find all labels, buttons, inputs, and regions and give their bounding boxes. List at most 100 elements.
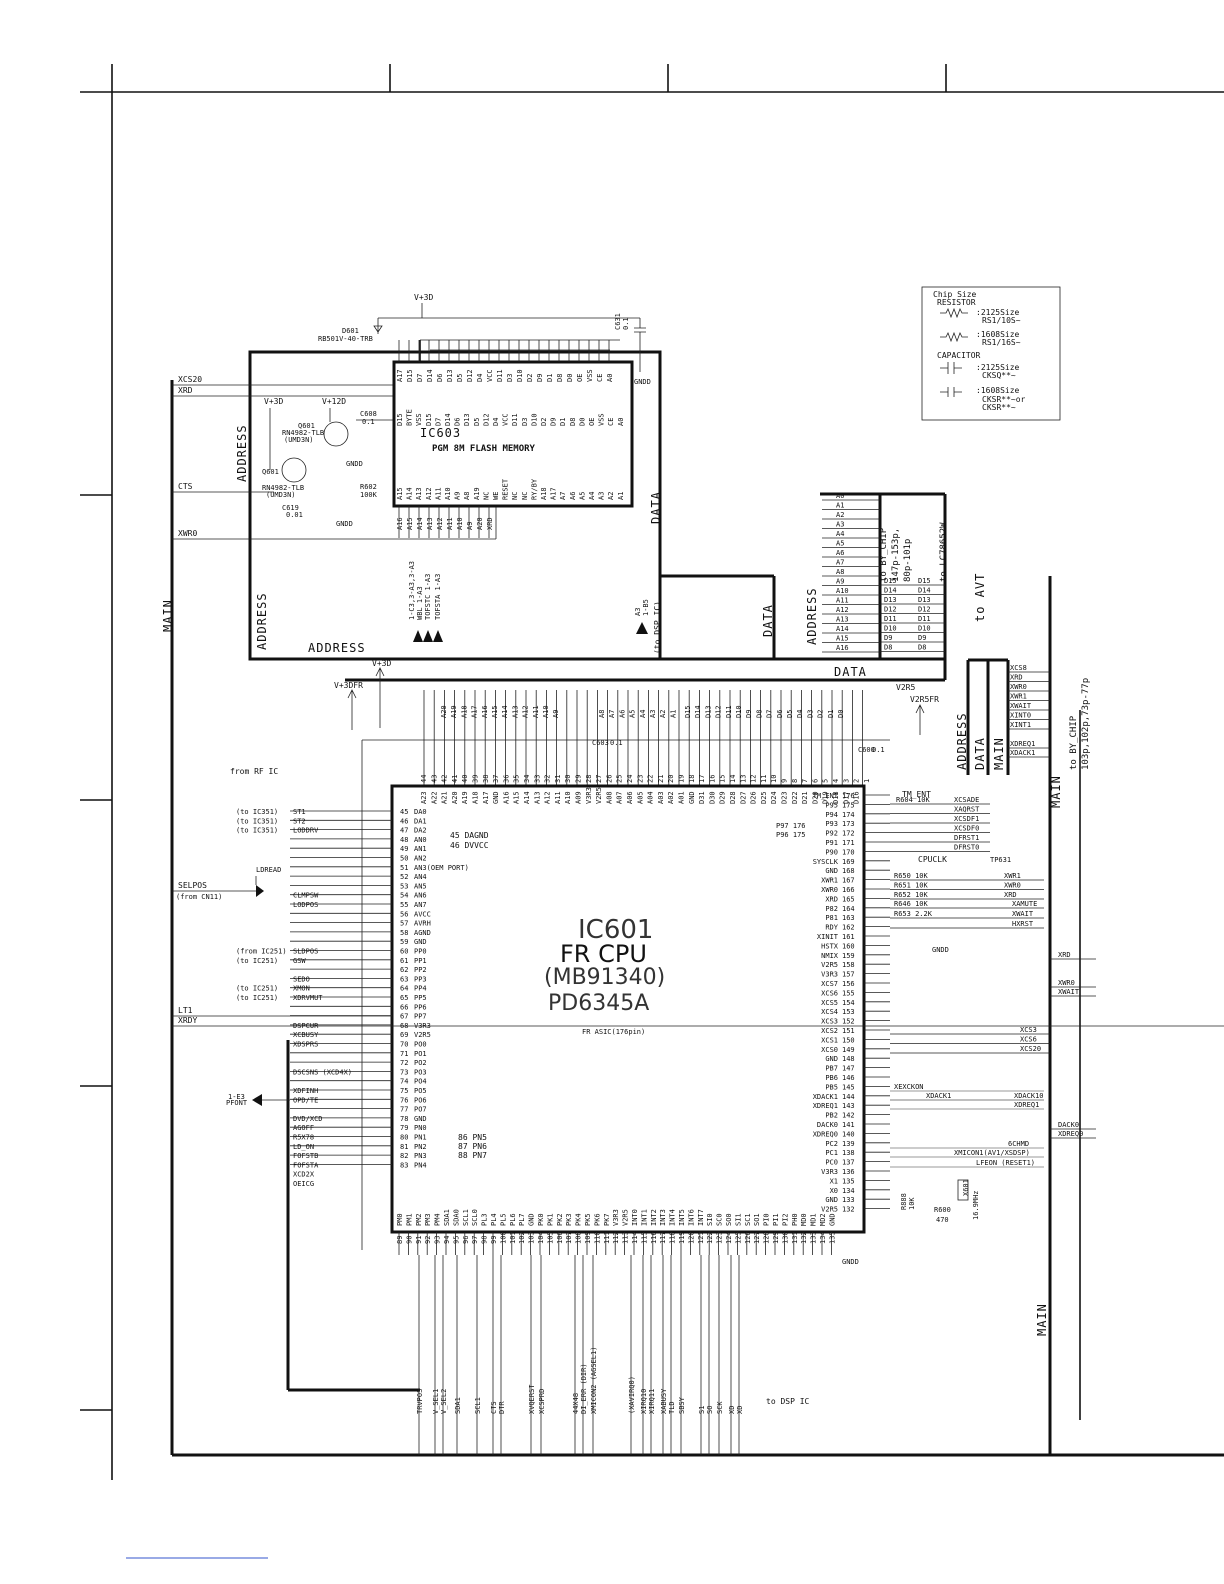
flash-inner-pin: D3 — [521, 418, 529, 426]
cpu-ref: IC601 — [578, 915, 653, 945]
cpu-top-pin: A02 — [667, 791, 675, 804]
flash-outer-pin: A12 — [436, 517, 444, 530]
cpu-fanout-label: D8 — [755, 710, 763, 718]
cpu-bottom-num: 94 — [443, 1236, 451, 1244]
flash-top-pin: D8 — [556, 374, 564, 382]
cpu-bottom-num: 107 — [565, 1231, 573, 1244]
cpu-fanout-label: A16 — [481, 705, 489, 718]
flash-top-pin: D0 — [566, 374, 574, 382]
from-cn11: (from CN11) — [176, 893, 222, 901]
bottom-net: SO — [706, 1406, 714, 1414]
cpu-fanout-label: A17 — [471, 705, 479, 718]
q601-pkg: (UMD3N) — [284, 436, 314, 444]
cpu-fanout-label: A14 — [501, 705, 509, 718]
flash-inner-pin: BYTE — [406, 409, 414, 426]
cpu-top-num: 14 — [729, 775, 737, 783]
cpu-left-num: 63 — [400, 975, 408, 983]
cpu-top-num: 35 — [513, 775, 521, 783]
svg-text::1608Size: :1608Size — [976, 330, 1020, 339]
bottom-net: DI_ERR (DIR) — [580, 1363, 588, 1414]
label-address-4: ADDRESS — [805, 587, 819, 645]
cpu-right-pin: P94 — [825, 811, 838, 819]
right-net-name: XCSADE — [954, 796, 979, 804]
cpu-top-pin: A19 — [461, 791, 469, 804]
flash-inner-pin: D7 — [434, 418, 442, 426]
cpu-left-pin: PN4 — [414, 1161, 427, 1169]
cpu-right-pin: XCS7 — [821, 980, 838, 988]
cpu-top-num: 23 — [636, 775, 644, 783]
cpu-code: PD6345A — [548, 991, 649, 1016]
cpu-right-num: 137 — [842, 1159, 855, 1167]
flash-bottom-pin: RY/BY — [530, 478, 538, 500]
by-chip-pins3: 103p,102p,73p-77p — [1081, 678, 1091, 770]
cpu-right-num: 136 — [842, 1168, 855, 1176]
cpu-right-pin: RDY — [825, 924, 838, 932]
cpu-top-num: 42 — [441, 775, 449, 783]
cpu-bottom-pin: SC0 — [716, 1213, 724, 1226]
cpu-bottom-num: 93 — [434, 1236, 442, 1244]
cpu-top-pin: D25 — [760, 791, 768, 804]
cpu-right-pin: V3R3 — [821, 1168, 838, 1176]
cpu-left-pin: PO7 — [414, 1106, 427, 1114]
cpu-bottom-pin: PI1 — [772, 1213, 780, 1226]
cpu-left-num: 66 — [400, 1003, 408, 1011]
cpu-fanout-label: A15 — [491, 705, 499, 718]
cpu-left-num: 49 — [400, 845, 408, 853]
avt-net: XDACK1 — [1010, 749, 1035, 757]
r600-val: 470 — [936, 1216, 949, 1224]
cpu-bottom-num: 125 — [734, 1231, 742, 1244]
cpu-left-num: 64 — [400, 985, 408, 993]
to-dsp-bottom: to DSP IC — [766, 1397, 810, 1406]
cpu-right-num: 169 — [842, 858, 855, 866]
data-bus-a-line: D13 — [884, 596, 897, 604]
cpu-top-num: 20 — [667, 775, 675, 783]
cpu-name: FR CPU — [560, 940, 647, 968]
flash-outer-pin: A9 — [466, 522, 474, 530]
cpu-top-pin: A14 — [523, 791, 531, 804]
chip-size-legend: Chip Size RESISTOR :2125Size RS1/10S~ :1… — [921, 286, 1061, 421]
cpu-bottom-num: 102 — [518, 1231, 526, 1244]
cpu-left-num: 58 — [400, 929, 408, 937]
cpu-left-pin: GND — [414, 1115, 427, 1123]
cpu-bottom-pin: V3R3 — [612, 1209, 620, 1226]
cpu-left-num: 72 — [400, 1059, 408, 1067]
cpu-left-num: 76 — [400, 1096, 408, 1104]
net-xwr0: XWR0 — [178, 529, 197, 538]
pfont: PFONT — [226, 1099, 248, 1107]
cpu-bottom-num: 127 — [753, 1231, 761, 1244]
avt-net: XWR0 — [1010, 683, 1027, 691]
cpu-left-num: 55 — [400, 901, 408, 909]
xtal-val: 16.9MHz — [972, 1190, 980, 1220]
cpu-bottom-num: 96 — [462, 1236, 470, 1244]
flash-inner-pin: D0 — [578, 418, 586, 426]
cpu-bottom-pin: PK1 — [546, 1213, 554, 1226]
address-bus-line: A4 — [836, 530, 844, 538]
cpu-bottom-pin: PK3 — [565, 1213, 573, 1226]
data-bus-a-line: D15 — [884, 577, 897, 585]
right-main-net: XWAIT — [1058, 988, 1080, 996]
cpu-left-num: 47 — [400, 827, 408, 835]
cpu-right-pin: GND — [825, 1055, 838, 1063]
cpu-top-pin: A18 — [472, 791, 480, 804]
svg-text:RS1/16S~: RS1/16S~ — [982, 338, 1021, 347]
cpu-fanout-label: A20 — [440, 705, 448, 718]
right-net3-name: XCS20 — [1020, 1045, 1041, 1053]
left-net-src: (to IC251) — [236, 994, 278, 1002]
cpu-top-num: 17 — [698, 775, 706, 783]
cpu-bottom-pin: PL3 — [481, 1213, 489, 1226]
bottom-net: XIRQ11 — [648, 1389, 656, 1414]
address-bus-line: A8 — [836, 568, 844, 576]
cpu-top-pin: A01 — [678, 791, 686, 804]
flash-inner-pin: D8 — [569, 418, 577, 426]
cpu-fanout-label: A18 — [460, 705, 468, 718]
flash-top-pin: VCC — [486, 369, 494, 382]
address-bus-line: A0 — [836, 492, 844, 500]
svg-text:1-C3,3-A3,3-A3: 1-C3,3-A3,3-A3 — [408, 561, 416, 620]
cpu-top-pin: D27 — [739, 791, 747, 804]
cpu-right-pin: XCS5 — [821, 999, 838, 1007]
